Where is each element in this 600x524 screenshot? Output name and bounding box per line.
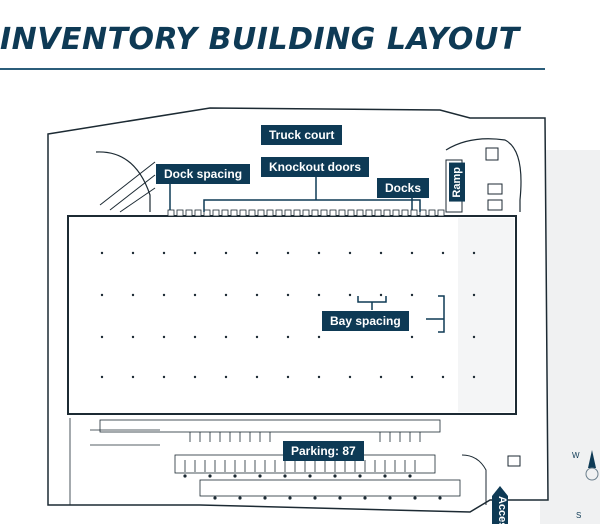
parking-tree-dots: [183, 474, 442, 500]
compass-rose-icon: W S: [572, 450, 599, 520]
bay-spacing-bracket-v: [438, 295, 445, 333]
ramp-label: Ramp: [449, 163, 465, 202]
title-underline: [0, 68, 545, 70]
knockout-doors-label: Knockout doors: [261, 157, 369, 177]
lane-stripe: [99, 161, 156, 206]
equipment-box: [487, 183, 503, 195]
equipment-box: [487, 199, 503, 211]
column-grid: [100, 251, 476, 379]
parking-label: Parking: 87: [283, 441, 364, 461]
truck-court-curve-right: [445, 138, 522, 212]
lane-stripe: [109, 174, 156, 211]
compass-needle: [588, 450, 596, 468]
equipment-box: [507, 455, 521, 467]
equipment-box: [485, 147, 499, 161]
entrance-drive: [461, 454, 487, 505]
access-label: Access: [492, 496, 508, 524]
lane-stripe: [119, 187, 156, 213]
page-title: INVENTORY BUILDING LAYOUT: [0, 22, 520, 57]
access-arrow: [492, 486, 508, 496]
compass-ring: [585, 467, 599, 481]
compass-letter-w: W: [572, 451, 580, 460]
building-footprint: [67, 215, 517, 415]
truck-court-curve-left: [95, 151, 151, 212]
knockout-bracket: [203, 199, 421, 212]
bay-spacing-label: Bay spacing: [322, 311, 409, 331]
compass-letter-s: S: [576, 511, 581, 520]
parking-stalls: [184, 432, 421, 472]
building-shade: [458, 218, 514, 412]
parking-lot: [69, 418, 461, 505]
truck-court-label: Truck court: [261, 125, 343, 145]
dock-spacing-label: Dock spacing: [156, 164, 251, 184]
docks-label: Docks: [377, 178, 430, 198]
dock-doors: [167, 209, 445, 217]
